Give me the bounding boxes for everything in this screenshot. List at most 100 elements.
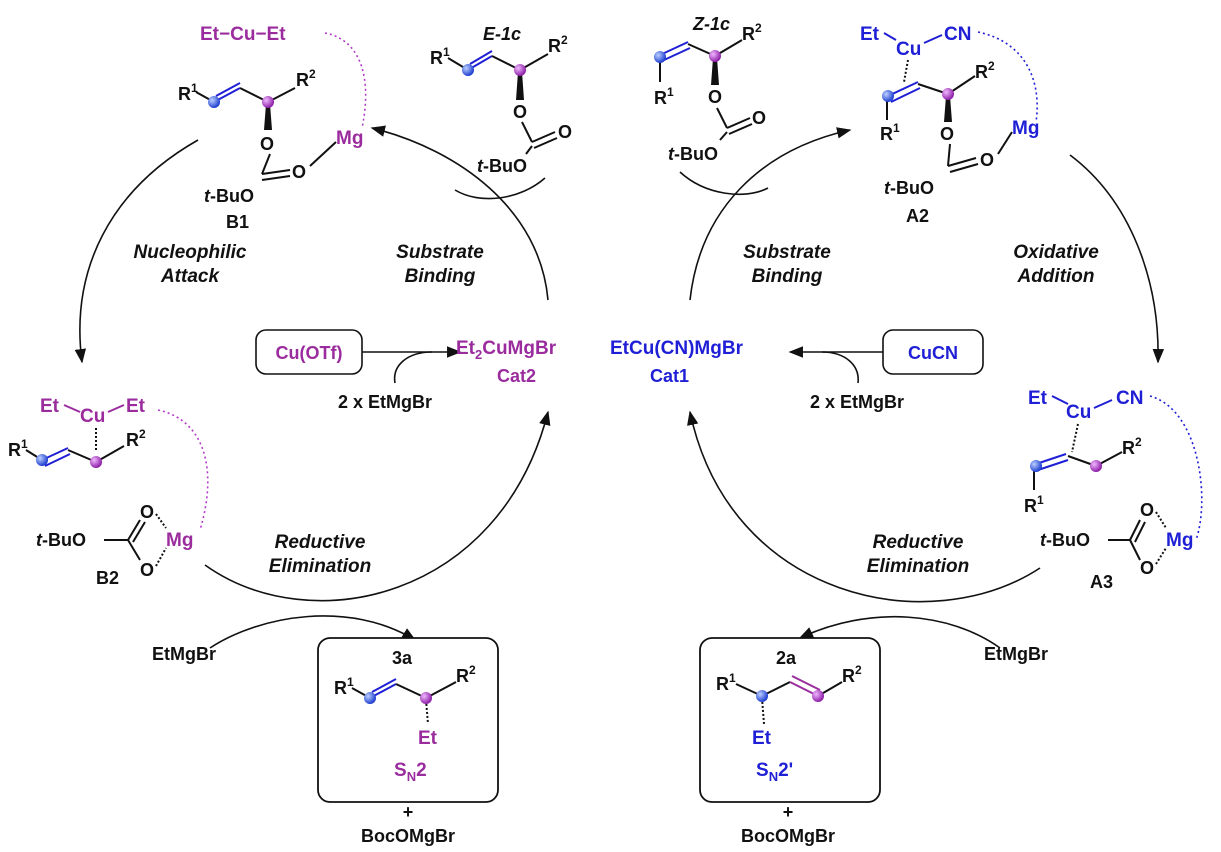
svg-text:E-1c: E-1c	[483, 24, 521, 44]
cat2-label: Cat2	[497, 366, 536, 386]
svg-text:O: O	[980, 150, 994, 170]
svg-text:B1: B1	[226, 212, 249, 232]
arrow-etmgbr-left	[209, 615, 417, 649]
svg-text:Et: Et	[418, 728, 438, 749]
svg-text:R2: R2	[1122, 435, 1142, 458]
svg-text:R1: R1	[8, 437, 28, 460]
svg-text:Mg: Mg	[1012, 118, 1039, 139]
intermediate-a2: Et Cu CN R2 R1 O O Mg t-BuO A2	[860, 24, 1039, 226]
svg-text:O: O	[558, 122, 572, 142]
svg-text:Addition: Addition	[1016, 266, 1094, 287]
etmgbr-left: EtMgBr	[152, 644, 216, 664]
svg-text:Z-1c: Z-1c	[692, 14, 730, 34]
svg-text:3a: 3a	[392, 648, 413, 668]
svg-text:Binding: Binding	[405, 266, 476, 287]
svg-text:R1: R1	[880, 121, 900, 144]
svg-text:Cu: Cu	[80, 406, 105, 427]
arrow-binding-right	[689, 127, 852, 301]
substrate-z1c: Z-1c R2 R1 O O t-BuO	[654, 14, 766, 164]
arrow-binding-left	[370, 125, 549, 301]
svg-text:A2: A2	[906, 206, 929, 226]
svg-text:Nucleophilic: Nucleophilic	[134, 242, 247, 263]
svg-text:Mg: Mg	[336, 128, 363, 149]
etmgbr-right: EtMgBr	[984, 644, 1048, 664]
arrow-substrate-in-left	[454, 177, 546, 200]
center-catalysts: Et2CuMgBr EtCu(CN)MgBr Cat2 Cat1	[456, 338, 744, 386]
svg-text:O: O	[940, 124, 954, 144]
reagent-cucn: CuCN	[882, 329, 984, 375]
svg-text:O: O	[140, 502, 154, 522]
svg-text:R2: R2	[975, 59, 995, 82]
svg-text:Et: Et	[752, 728, 772, 749]
arrow-etmgbr-right	[798, 616, 1001, 649]
svg-text:O: O	[708, 87, 722, 107]
svg-text:t-BuO: t-BuO	[36, 530, 86, 550]
svg-text:R2: R2	[296, 67, 316, 90]
svg-text:CN: CN	[944, 24, 971, 45]
svg-text:t-BuO: t-BuO	[884, 178, 934, 198]
svg-text:B2: B2	[96, 568, 119, 588]
svg-text:Binding: Binding	[752, 266, 823, 287]
grignard-right: 2 x EtMgBr	[810, 392, 904, 412]
svg-text:R1: R1	[1024, 493, 1044, 516]
plus-left: +	[403, 802, 414, 822]
arrow-grignard-left	[393, 351, 433, 384]
svg-text:R2: R2	[742, 21, 762, 44]
arrow-nucleophilic	[74, 139, 199, 364]
svg-text:R1: R1	[430, 45, 450, 68]
arrow-oxidative	[1069, 154, 1165, 364]
grignard-left: 2 x EtMgBr	[338, 392, 432, 412]
svg-text:A3: A3	[1090, 572, 1113, 592]
svg-text:R2: R2	[126, 427, 146, 450]
cat1-label: Cat1	[650, 366, 689, 386]
svg-text:Cu: Cu	[896, 39, 921, 60]
byproduct-right: BocOMgBr	[741, 826, 835, 846]
cat1-formula: EtCu(CN)MgBr	[610, 338, 744, 359]
svg-text:O: O	[752, 108, 766, 128]
cycle-arrows	[74, 125, 1165, 649]
svg-text:R1: R1	[654, 85, 674, 108]
svg-text:t-BuO: t-BuO	[477, 156, 527, 176]
svg-text:Attack: Attack	[160, 266, 221, 287]
svg-text:O: O	[260, 134, 274, 154]
step-labels: Nucleophilic Attack Substrate Binding Su…	[134, 242, 1100, 577]
svg-text:Cu: Cu	[1066, 402, 1091, 423]
intermediate-a3: Et Cu CN R2 R1 t-BuO O O Mg A3	[1024, 388, 1203, 592]
arrow-substrate-in-right	[679, 171, 769, 196]
svg-text:O: O	[1140, 558, 1154, 578]
svg-text:2a: 2a	[776, 648, 797, 668]
svg-text:Et: Et	[40, 396, 60, 417]
svg-text:O: O	[292, 162, 306, 182]
svg-text:Cu(OTf): Cu(OTf)	[276, 343, 343, 363]
reagent-cuotf: Cu(OTf)	[255, 329, 363, 375]
svg-text:O: O	[513, 102, 527, 122]
svg-text:O: O	[1140, 500, 1154, 520]
svg-text:t-BuO: t-BuO	[204, 186, 254, 206]
svg-text:Et−Cu−Et: Et−Cu−Et	[200, 24, 286, 45]
svg-text:Et: Et	[126, 396, 146, 417]
arrow-grignard-right	[821, 351, 859, 384]
product-3a: 3a R1 R2 Et SN2	[317, 637, 499, 803]
svg-text:Elimination: Elimination	[867, 556, 969, 577]
svg-text:Substrate: Substrate	[743, 242, 831, 263]
product-2a: 2a R1 R2 Et SN2'	[699, 637, 881, 803]
svg-text:Et: Et	[860, 24, 880, 45]
svg-text:CN: CN	[1116, 388, 1143, 409]
byproduct-left: BocOMgBr	[361, 826, 455, 846]
svg-text:Mg: Mg	[166, 530, 193, 551]
svg-text:t-BuO: t-BuO	[1040, 530, 1090, 550]
svg-text:Oxidative: Oxidative	[1013, 242, 1099, 263]
cat2-formula: Et2CuMgBr	[456, 338, 557, 362]
svg-text:Elimination: Elimination	[269, 556, 371, 577]
arrow-reductive-left	[204, 410, 551, 602]
svg-text:Mg: Mg	[1166, 530, 1193, 551]
svg-text:Et: Et	[1028, 388, 1048, 409]
svg-text:R1: R1	[178, 81, 198, 104]
substrate-e1c: E-1c R1 R2 O O t-BuO	[430, 24, 572, 176]
intermediate-b1: Et−Cu−Et R1 R2 O O Mg t-BuO B1	[178, 24, 367, 232]
svg-text:CuCN: CuCN	[908, 343, 958, 363]
arrow-reductive-right	[687, 410, 1041, 603]
svg-text:R2: R2	[548, 33, 568, 56]
svg-text:O: O	[140, 560, 154, 580]
svg-text:Reductive: Reductive	[873, 532, 964, 553]
